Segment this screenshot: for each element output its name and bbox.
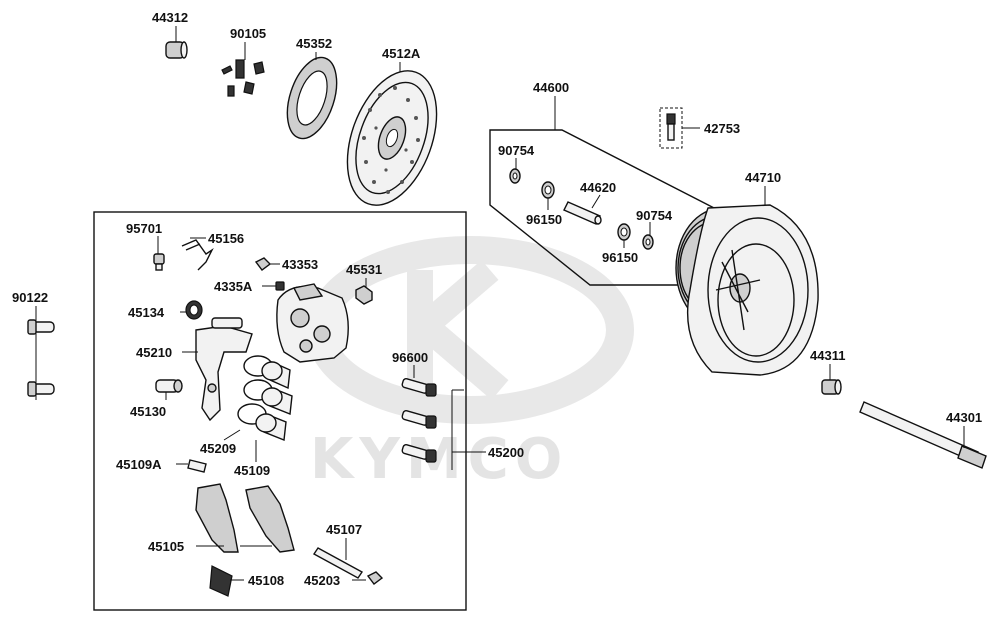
- disc-bolts-part: [221, 59, 265, 97]
- callout-45134: 45134: [128, 305, 165, 320]
- callout-45156: 45156: [208, 231, 244, 246]
- callout-45531: 45531: [346, 262, 382, 277]
- caliper-assembly-frame: [93, 211, 467, 611]
- callout-90754-right: 90754: [636, 208, 673, 223]
- pistons-part: [255, 360, 293, 441]
- callout-44312: 44312: [152, 10, 188, 25]
- callout-45108: 45108: [248, 573, 284, 588]
- callout-45107: 45107: [326, 522, 362, 537]
- pad-spring-clip-part: [181, 239, 214, 271]
- bearing-left-part: [541, 181, 555, 199]
- callout-95701: 95701: [126, 221, 162, 236]
- watermark-text: KYMCO: [310, 427, 568, 492]
- pad-pin-part: [312, 547, 364, 579]
- brake-pads-part: [195, 483, 295, 553]
- callout-45209: 45209: [200, 441, 236, 456]
- callout-90754-left: 90754: [498, 143, 535, 158]
- slide-pin-part: [155, 379, 183, 393]
- collar-part: [165, 41, 188, 59]
- callout-44620: 44620: [580, 180, 616, 195]
- callout-45105: 45105: [148, 539, 184, 554]
- front-axle-part: [859, 401, 987, 469]
- callout-90122: 90122: [12, 290, 48, 305]
- pin-plug-part: [366, 571, 384, 585]
- callout-43353: 43353: [282, 257, 318, 272]
- pad-clip-part: [187, 459, 207, 473]
- callout-45109A: 45109A: [116, 457, 162, 472]
- callout-96600: 96600: [392, 350, 428, 365]
- brake-disc-part: [346, 70, 438, 206]
- kymco-watermark: KYMCO: [306, 236, 634, 492]
- axle-spacer-part: [821, 379, 842, 395]
- caliper-bolts-part: [401, 378, 437, 463]
- caliper-mount-bolts-part: [27, 319, 55, 397]
- callout-44600: 44600: [533, 80, 569, 95]
- callout-labels: 44312 90105 45352 4512A 44600 42753 9075…: [12, 10, 982, 588]
- front-wheel-part: [675, 204, 819, 376]
- callout-45203: 45203: [304, 573, 340, 588]
- pad-shim-part: [209, 565, 233, 597]
- callout-44311: 44311: [810, 348, 845, 363]
- callout-96150-left: 96150: [526, 212, 562, 227]
- callout-44710: 44710: [745, 170, 781, 185]
- callout-96150-right: 96150: [602, 250, 638, 265]
- callout-4512A: 4512A: [382, 46, 421, 61]
- tire-valve-part: [659, 107, 683, 149]
- callout-45210: 45210: [136, 345, 172, 360]
- small-bolt-part: [275, 281, 285, 291]
- washer-right-part: [642, 234, 654, 250]
- callout-45200: 45200: [488, 445, 524, 460]
- dust-seal-part: [185, 300, 203, 320]
- washer-left-part: [509, 168, 521, 184]
- callout-4335A: 4335A: [214, 279, 253, 294]
- callout-45130: 45130: [130, 404, 166, 419]
- bearing-right-part: [617, 223, 631, 241]
- callout-90105: 90105: [230, 26, 266, 41]
- callout-45352: 45352: [296, 36, 332, 51]
- leader-lines: [35, 26, 965, 581]
- cap-nut-part: [254, 257, 272, 271]
- caliper-body-part: [276, 283, 349, 363]
- spacer-tube-part: [563, 201, 602, 225]
- disc-hub-ring-part: [286, 56, 338, 140]
- callout-44301: 44301: [946, 410, 982, 425]
- bleeder-screw-part: [153, 253, 165, 271]
- callout-42753: 42753: [704, 121, 740, 136]
- callout-45109: 45109: [234, 463, 270, 478]
- caliper-bracket-part: [195, 317, 253, 422]
- nut-part: [355, 285, 373, 305]
